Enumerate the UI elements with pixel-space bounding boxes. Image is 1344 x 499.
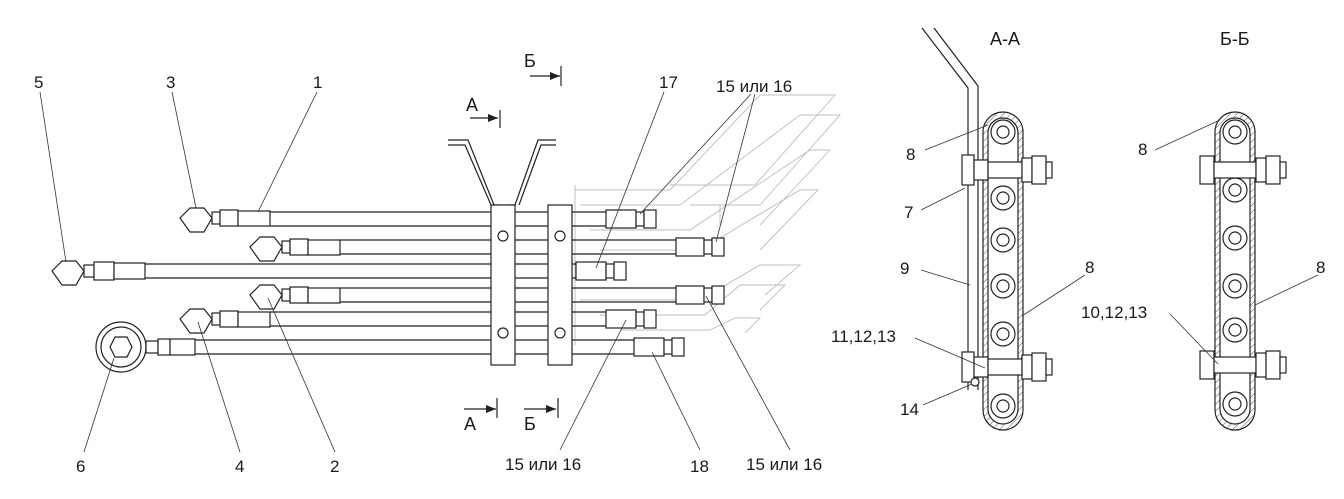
- main-view: А Б А Б: [34, 51, 842, 476]
- callout-7: 7: [904, 203, 913, 222]
- section-bb-view: Б-Б 8 8 10,12,13: [1081, 29, 1325, 431]
- fitting-15-16-b: [675, 285, 725, 305]
- section-mark-a-bottom: А: [464, 414, 476, 434]
- fitting-1: [249, 236, 341, 262]
- callout-4: 4: [235, 457, 244, 476]
- fitting-5: [51, 260, 146, 286]
- callout-8-aa-right: 8: [1085, 258, 1094, 277]
- callout-3: 3: [166, 73, 175, 92]
- leaders-main: [39, 91, 791, 453]
- callout-15-16-top: 15 или 16: [716, 77, 792, 96]
- callout-17: 17: [659, 73, 678, 92]
- callout-18: 18: [690, 457, 709, 476]
- section-cut-a-top: А: [466, 95, 501, 128]
- fitting-4: [179, 308, 271, 334]
- callout-2: 2: [330, 457, 339, 476]
- callout-9: 9: [900, 259, 909, 278]
- section-title-aa: А-А: [990, 29, 1020, 49]
- aa-hose-circles: [990, 119, 1016, 419]
- bb-bolt-top: [1199, 155, 1287, 185]
- section-aa-view: А-А: [831, 27, 1094, 431]
- ghost-hoses: [574, 94, 842, 345]
- section-cut-b-top: Б: [524, 51, 562, 86]
- callout-10-12-13: 10,12,13: [1081, 303, 1147, 322]
- bracket-a: [448, 139, 556, 366]
- callout-15-16-bottom-left: 15 или 16: [505, 455, 581, 474]
- callout-15-16-bottom-right: 15 или 16: [746, 455, 822, 474]
- callout-6: 6: [76, 457, 85, 476]
- bracket-b: [547, 204, 573, 366]
- aa-bolt-top: [961, 154, 1053, 186]
- section-title-bb: Б-Б: [1220, 29, 1250, 49]
- fitting-2: [249, 284, 341, 310]
- callout-1: 1: [313, 73, 322, 92]
- hose-6: [195, 339, 640, 355]
- fitting-15-16-c: [605, 309, 657, 329]
- section-mark-b-bottom: Б: [524, 414, 536, 434]
- fitting-18: [633, 337, 685, 357]
- callout-14: 14: [900, 400, 919, 419]
- callout-8-aa-top: 8: [906, 145, 915, 164]
- bb-hose-circles: [1222, 119, 1248, 417]
- fitting-mid: [575, 261, 627, 281]
- section-mark-a-top: А: [466, 95, 478, 115]
- callout-8-bb-right: 8: [1316, 258, 1325, 277]
- fitting-6-banjo: [95, 321, 196, 373]
- callout-8-bb-top: 8: [1138, 140, 1147, 159]
- callout-5: 5: [34, 73, 43, 92]
- section-cut-a-bottom: А: [464, 398, 498, 434]
- section-mark-b-top: Б: [524, 51, 536, 71]
- fitting-15-16-a: [675, 237, 725, 257]
- bb-bolt-bottom: [1199, 350, 1287, 380]
- fitting-17: [605, 209, 657, 229]
- fitting-3: [179, 207, 271, 233]
- aa-bolt-bottom: [961, 351, 1053, 387]
- callout-11-12-13: 11,12,13: [831, 327, 896, 346]
- section-cut-b-bottom: Б: [524, 398, 559, 434]
